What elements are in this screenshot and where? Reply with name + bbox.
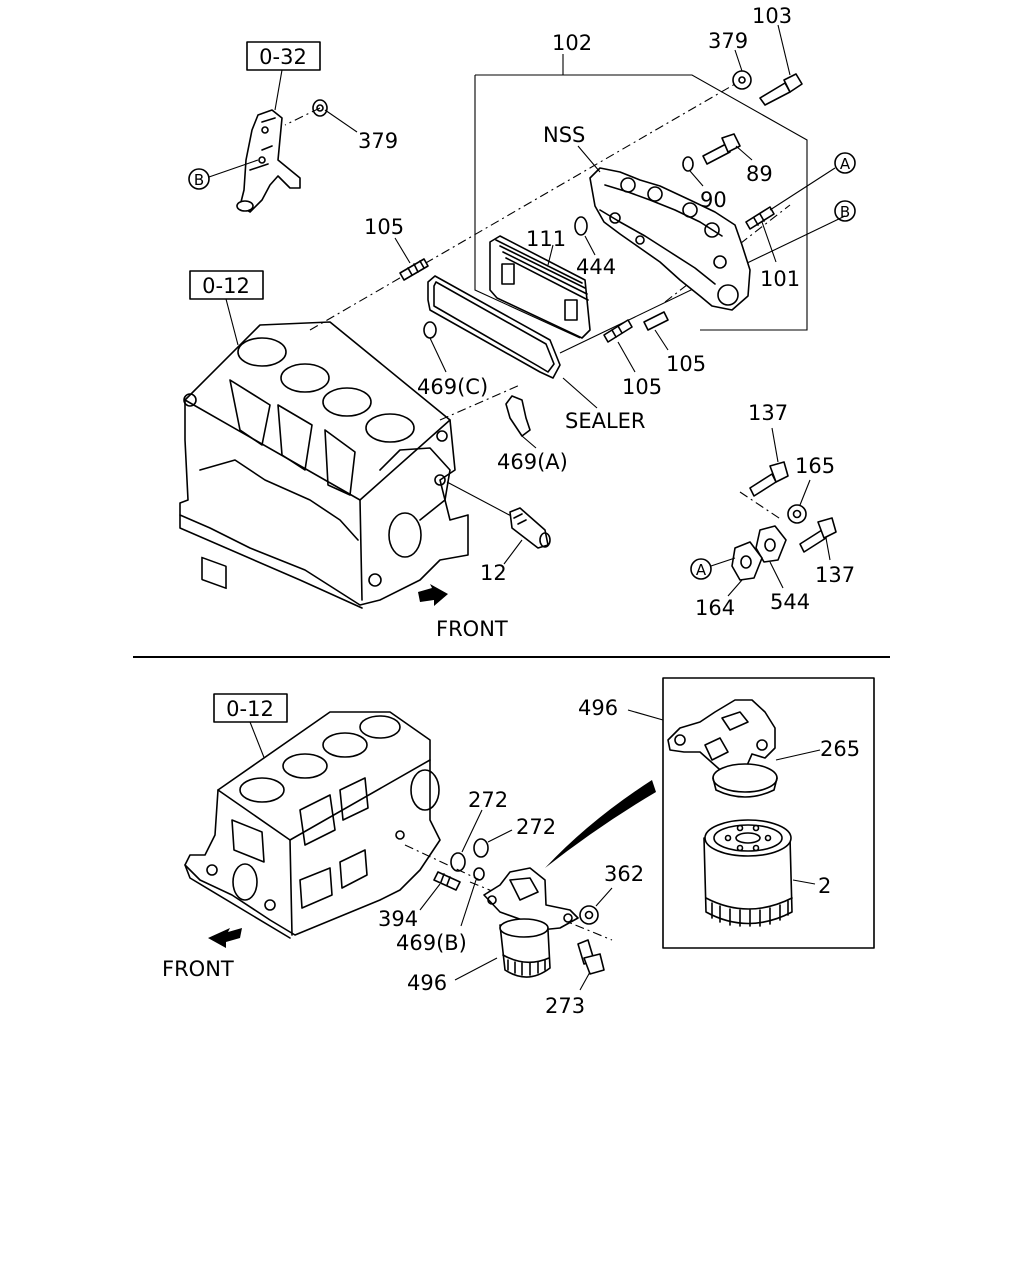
nut-165 [787, 504, 807, 524]
label-379-left: 379 [358, 129, 398, 153]
label-103: 103 [752, 4, 792, 28]
o-ring-469a [505, 395, 531, 437]
svg-text:0-12: 0-12 [226, 697, 274, 721]
label-137-lower: 137 [815, 563, 855, 587]
svg-text:B: B [194, 171, 204, 189]
label-12: 12 [480, 561, 507, 585]
water-pipe-fitting [236, 109, 301, 213]
o-ring-444 [574, 216, 588, 236]
bolt-137-upper [749, 461, 789, 497]
label-265: 265 [820, 737, 860, 761]
label-444: 444 [576, 255, 616, 279]
front-label-top: FRONT [436, 617, 508, 641]
label-111: 111 [526, 227, 566, 251]
svg-text:0-12: 0-12 [202, 274, 250, 298]
reference-box-o12-bottom[interactable]: 0-12 [213, 693, 288, 723]
o-ring-469c [423, 321, 437, 339]
label-137-upper: 137 [748, 401, 788, 425]
label-362: 362 [604, 862, 644, 886]
washer-379-right [732, 70, 752, 90]
label-544: 544 [770, 590, 810, 614]
label-273: 273 [545, 994, 585, 1018]
label-469c: 469(C) [417, 375, 488, 399]
callout-a-lower[interactable]: A [690, 558, 712, 580]
label-105-left: 105 [364, 215, 404, 239]
gasket-164 [731, 541, 763, 581]
stud-394 [433, 871, 461, 891]
front-arrow-top [418, 584, 448, 606]
filter-head-265 [667, 699, 778, 798]
label-164: 164 [695, 596, 735, 620]
label-379-right: 379 [708, 29, 748, 53]
gasket-544 [755, 525, 787, 563]
svg-text:B: B [840, 203, 850, 221]
o-ring-469b [473, 867, 485, 881]
o-ring-272-b [473, 838, 489, 858]
engine-block-bottom [184, 711, 441, 939]
label-272-lower: 272 [516, 815, 556, 839]
label-102: 102 [552, 31, 592, 55]
label-nss: NSS [543, 123, 585, 147]
oil-cooler-element-111 [489, 235, 591, 339]
label-469a: 469(A) [497, 450, 568, 474]
engine-block-top [179, 321, 469, 609]
bolt-273 [577, 939, 605, 975]
label-sealer: SEALER [565, 409, 646, 433]
cooler-gasket [427, 275, 561, 379]
label-101: 101 [760, 267, 800, 291]
label-105-middle: 105 [622, 375, 662, 399]
reference-box-o32[interactable]: 0-32 [246, 41, 321, 71]
oil-filter-2 [703, 819, 793, 927]
stud-105-left [399, 258, 429, 281]
label-90: 90 [700, 188, 727, 212]
svg-text:A: A [696, 561, 707, 579]
label-89: 89 [746, 162, 773, 186]
svg-text:0-32: 0-32 [259, 45, 307, 69]
stud-101 [745, 206, 775, 230]
label-165: 165 [795, 454, 835, 478]
front-label-bottom: FRONT [162, 957, 234, 981]
bracket-102 [474, 54, 808, 339]
label-394: 394 [378, 907, 418, 931]
callout-b-right[interactable]: B [834, 200, 856, 222]
washer-90 [682, 156, 694, 172]
stud-105-right [643, 311, 669, 331]
label-272-upper: 272 [468, 788, 508, 812]
label-496: 496 [407, 971, 447, 995]
bolt-137-lower [799, 517, 837, 553]
callout-b-left[interactable]: B [188, 168, 210, 190]
detail-box [662, 677, 875, 949]
detail-pointer [545, 780, 656, 868]
reference-box-o12-top[interactable]: 0-12 [189, 270, 264, 300]
oil-filter-assembly-496 [483, 867, 579, 978]
bolt-103 [759, 73, 803, 106]
oil-cooler-housing [589, 167, 751, 311]
stud-105-middle [603, 319, 633, 343]
label-469b: 469(B) [396, 931, 467, 955]
nut-362 [579, 905, 599, 925]
svg-text:A: A [840, 155, 851, 173]
label-2: 2 [818, 874, 831, 898]
front-arrow-bottom [208, 928, 242, 948]
label-105-right: 105 [666, 352, 706, 376]
o-ring-272-a [450, 852, 466, 872]
oil-pressure-switch-12 [509, 507, 551, 549]
bolt-89 [702, 133, 741, 165]
label-496-detail: 496 [578, 696, 618, 720]
callout-a-right[interactable]: A [834, 152, 856, 174]
